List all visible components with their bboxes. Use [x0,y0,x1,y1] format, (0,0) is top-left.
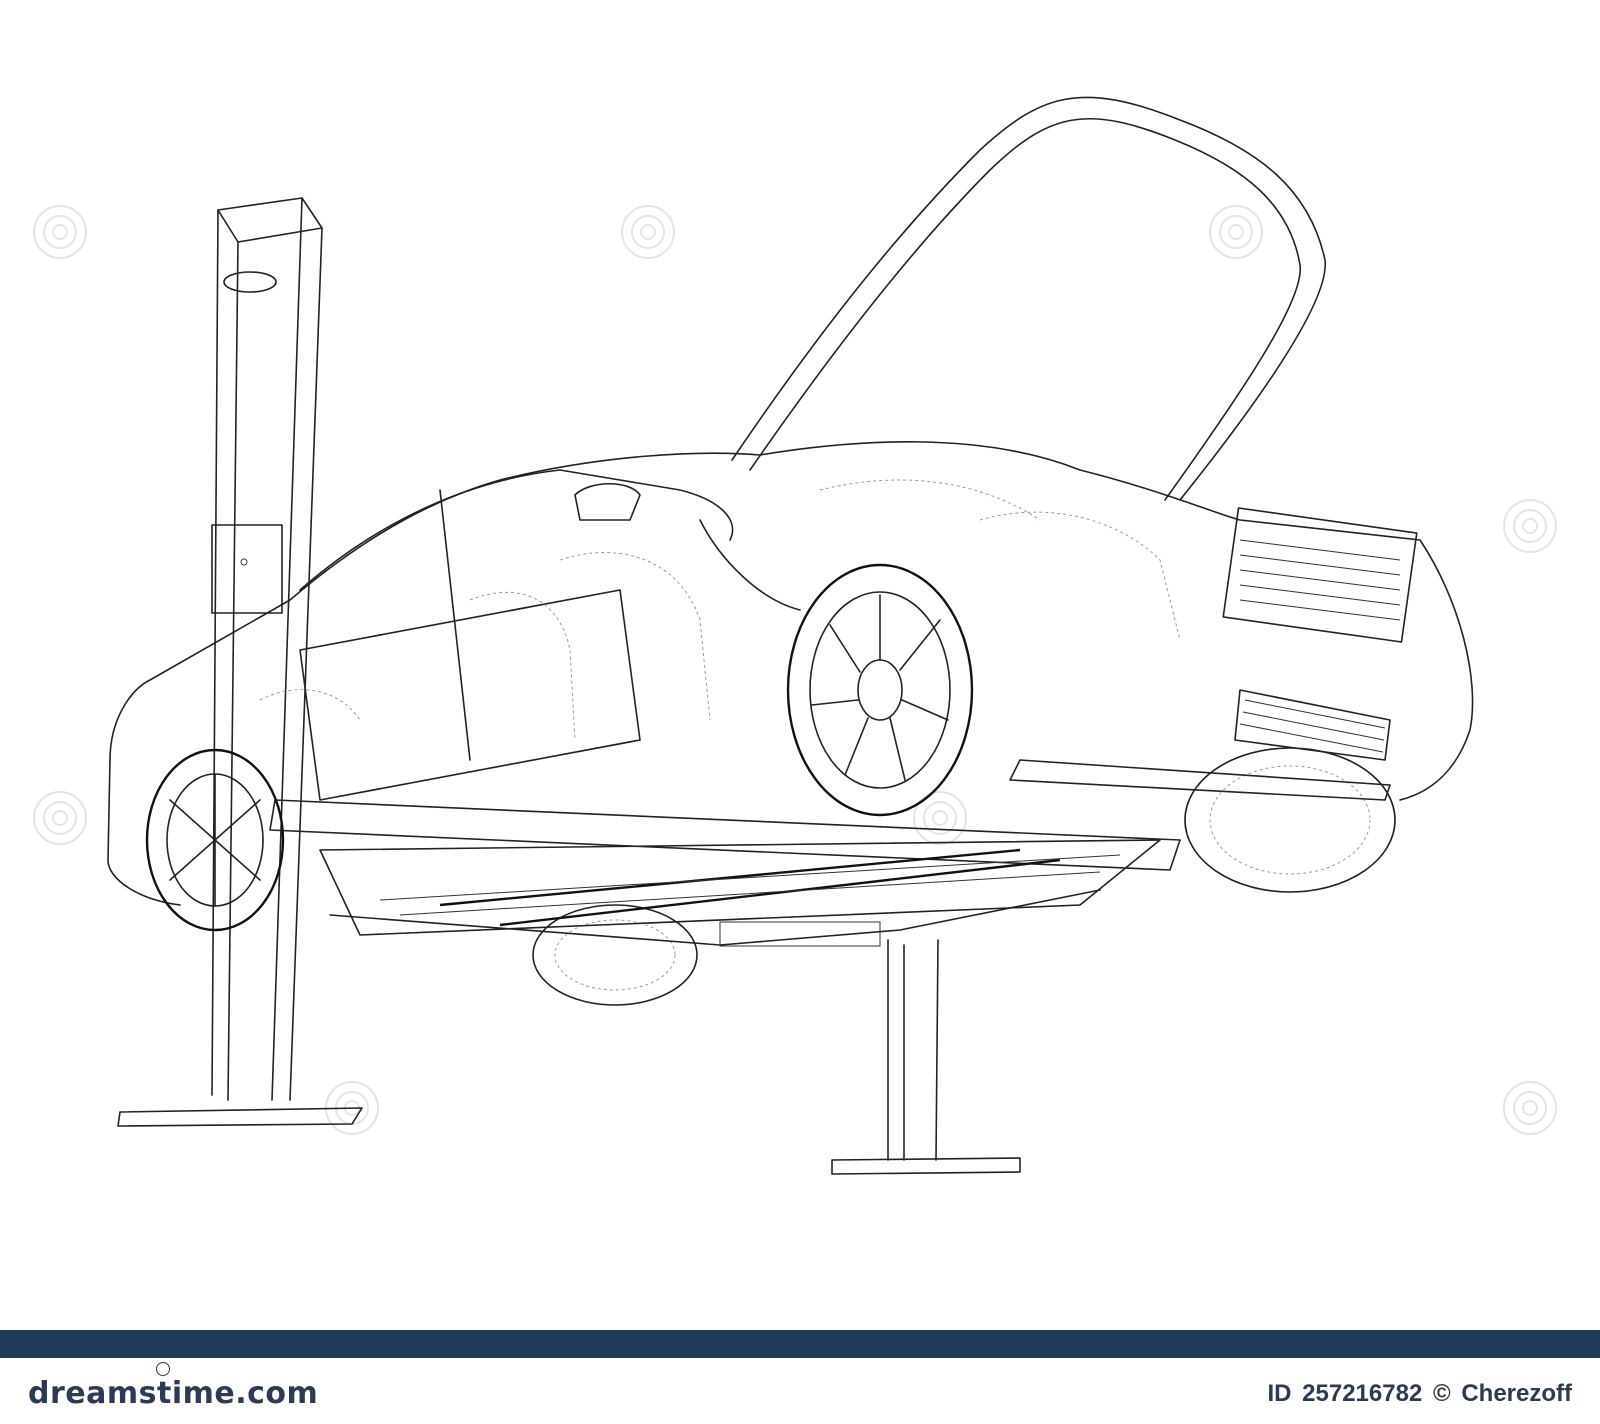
image-credit: ID 257216782 © Cherezoff [1263,1380,1572,1408]
watermark-pattern [33,205,1557,1135]
lift-platform [269,759,1391,947]
id-label: ID [1267,1380,1292,1407]
rear-right-wheel [532,904,698,1006]
front-wheel [786,563,974,817]
far-front-wheel [1184,747,1396,893]
copyright-icon: © [1432,1380,1451,1407]
car-body [107,441,1474,906]
author-name: Cherezoff [1461,1380,1572,1407]
id-value: 257216782 [1302,1380,1423,1407]
footer: dreamstime.com ID 257216782 © Cherezoff [0,1330,1600,1424]
footer-band [0,1332,1600,1358]
left-lift-post [117,197,363,1127]
right-lift-post [831,939,1021,1175]
rear-left-wheel [145,748,285,932]
brand-logo[interactable]: dreamstime.com [28,1376,319,1411]
open-hood [731,96,1326,501]
registered-mark-icon [156,1362,170,1376]
illustration [33,96,1557,1175]
